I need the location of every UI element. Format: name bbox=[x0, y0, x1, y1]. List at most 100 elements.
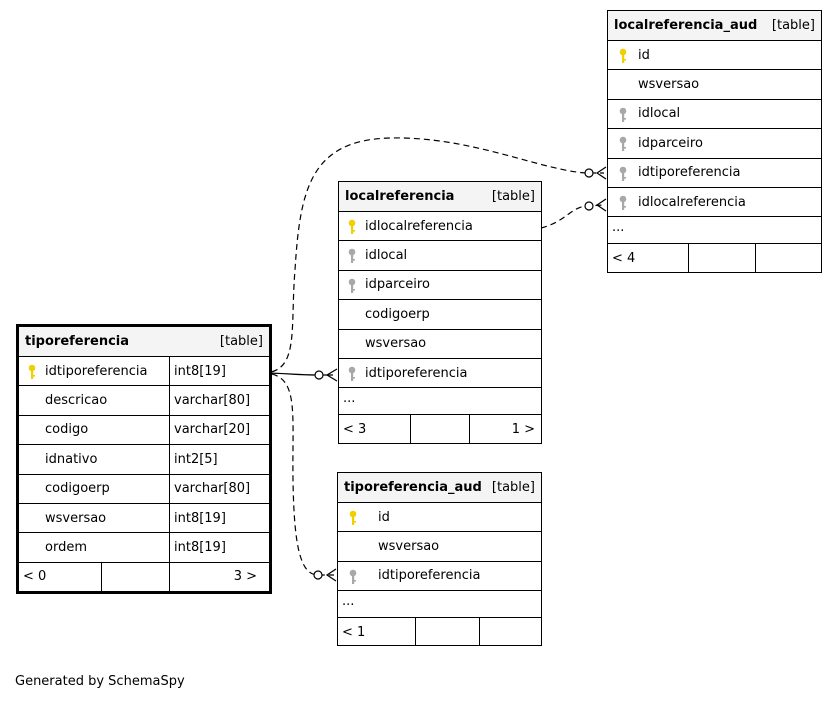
column-row[interactable]: idparceiro bbox=[339, 271, 541, 301]
column-row[interactable]: codigoerp varchar[80] bbox=[19, 474, 269, 504]
edge-end-many bbox=[595, 198, 607, 212]
primary-key-icon bbox=[347, 219, 357, 239]
primary-key-icon bbox=[618, 48, 628, 68]
edge-end-many bbox=[325, 568, 337, 582]
edge-end-optional bbox=[313, 570, 323, 580]
footer-right-count: 3 > bbox=[233, 569, 257, 585]
column-type: int8[19] bbox=[174, 540, 226, 556]
edge-end-many bbox=[595, 166, 607, 180]
column-divider bbox=[169, 474, 170, 503]
column-name: idlocal bbox=[365, 248, 408, 264]
column-name: codigoerp bbox=[365, 306, 430, 322]
table-name: tiporeferencia_aud bbox=[344, 480, 482, 495]
column-row[interactable]: idlocalreferencia bbox=[339, 212, 541, 242]
column-row[interactable]: idlocal bbox=[608, 100, 821, 130]
table-tag: [table] bbox=[491, 480, 535, 495]
column-type: varchar[80] bbox=[174, 481, 251, 497]
column-divider bbox=[169, 386, 170, 415]
column-row[interactable]: codigoerp bbox=[339, 300, 541, 330]
foreign-key-icon bbox=[618, 166, 628, 186]
column-name: wsversao bbox=[45, 510, 107, 526]
column-row[interactable]: idlocal bbox=[339, 241, 541, 271]
footer-left-count: < 1 bbox=[342, 624, 366, 640]
table-name: tiporeferencia bbox=[25, 334, 130, 349]
table-header: tiporeferencia_aud [table] bbox=[338, 473, 541, 503]
table-footer: < 4 bbox=[608, 244, 821, 273]
column-row[interactable]: idnativo int2[5] bbox=[19, 445, 269, 475]
column-row[interactable]: idtiporeferencia bbox=[338, 562, 541, 592]
column-type: int8[19] bbox=[174, 363, 226, 379]
column-row[interactable]: wsversao bbox=[339, 330, 541, 359]
table-footer: < 1 bbox=[338, 618, 541, 647]
table-name: localreferencia bbox=[345, 189, 455, 204]
table-tiporeferencia-aud[interactable]: tiporeferencia_aud [table] id wsversao idt… bbox=[337, 472, 542, 647]
column-row[interactable]: id bbox=[338, 503, 541, 533]
table-tag: [table] bbox=[491, 189, 535, 204]
column-name: id bbox=[378, 509, 390, 525]
footer-right-count: 1 > bbox=[511, 421, 535, 437]
column-row[interactable]: wsversao bbox=[608, 70, 821, 100]
column-row[interactable]: idtiporeferencia bbox=[339, 359, 541, 389]
column-row[interactable]: wsversao bbox=[338, 532, 541, 562]
column-divider bbox=[169, 445, 170, 474]
column-name: idlocal bbox=[638, 106, 681, 122]
table-footer: < 0 3 > bbox=[19, 562, 269, 591]
column-row[interactable]: idtiporeferencia bbox=[608, 159, 821, 188]
table-header: localreferencia [table] bbox=[339, 182, 541, 212]
column-type: varchar[80] bbox=[174, 393, 251, 409]
footer-left-count: < 0 bbox=[23, 569, 47, 585]
column-row[interactable]: ordem int8[19] bbox=[19, 533, 269, 563]
column-name: codigoerp bbox=[45, 481, 110, 497]
column-name: idtiporeferencia bbox=[378, 568, 481, 584]
column-name: ordem bbox=[45, 540, 87, 556]
column-divider bbox=[169, 503, 170, 533]
generated-by-credit: Generated by SchemaSpy bbox=[15, 674, 185, 689]
more-columns: ... bbox=[338, 591, 541, 619]
edge-localreferencia-localreferencia-aud bbox=[540, 204, 605, 229]
column-type: varchar[20] bbox=[174, 422, 251, 438]
column-divider bbox=[169, 533, 170, 562]
column-row[interactable]: wsversao int8[19] bbox=[19, 503, 269, 534]
footer-left-count: < 4 bbox=[612, 250, 636, 266]
column-row[interactable]: idparceiro bbox=[608, 129, 821, 159]
foreign-key-icon bbox=[618, 195, 628, 215]
edge-end-optional bbox=[584, 168, 594, 178]
primary-key-icon bbox=[348, 510, 358, 530]
foreign-key-icon bbox=[618, 107, 628, 127]
column-name: idparceiro bbox=[638, 135, 703, 151]
table-localreferencia[interactable]: localreferencia [table] idlocalreferenci… bbox=[338, 181, 542, 444]
foreign-key-icon bbox=[347, 366, 357, 386]
column-name: id bbox=[638, 47, 650, 63]
column-name: idparceiro bbox=[365, 277, 430, 293]
table-name: localreferencia_aud bbox=[614, 18, 758, 33]
column-row[interactable]: descricao varchar[80] bbox=[19, 386, 269, 416]
column-name: idtiporeferencia bbox=[365, 365, 468, 381]
table-tag: [table] bbox=[771, 18, 815, 33]
column-type: int8[19] bbox=[174, 510, 226, 526]
column-name: descricao bbox=[45, 393, 108, 409]
column-row[interactable]: idtiporeferencia int8[19] bbox=[19, 357, 269, 387]
foreign-key-icon bbox=[347, 248, 357, 268]
table-tag: [table] bbox=[219, 334, 263, 349]
column-row[interactable]: id bbox=[608, 41, 821, 71]
footer-left-count: < 3 bbox=[343, 421, 367, 437]
table-localreferencia-aud[interactable]: localreferencia_aud [table] id wsversao id… bbox=[607, 10, 822, 273]
column-type: int2[5] bbox=[174, 451, 218, 467]
column-name: idnativo bbox=[45, 451, 98, 467]
edge-end-optional bbox=[584, 201, 594, 211]
edge-tiporeferencia-tiporeferencia-aud bbox=[261, 372, 334, 576]
primary-key-icon bbox=[27, 364, 37, 384]
column-name: wsversao bbox=[378, 539, 440, 555]
more-columns: ... bbox=[339, 388, 541, 416]
foreign-key-icon bbox=[347, 278, 357, 298]
column-name: idlocalreferencia bbox=[365, 218, 473, 234]
column-name: idlocalreferencia bbox=[638, 194, 746, 210]
column-name: idtiporeferencia bbox=[638, 165, 741, 181]
column-name: wsversao bbox=[365, 336, 427, 352]
table-header: localreferencia_aud [table] bbox=[608, 11, 821, 41]
column-row[interactable]: idlocalreferencia bbox=[608, 188, 821, 218]
column-name: idtiporeferencia bbox=[45, 363, 148, 379]
